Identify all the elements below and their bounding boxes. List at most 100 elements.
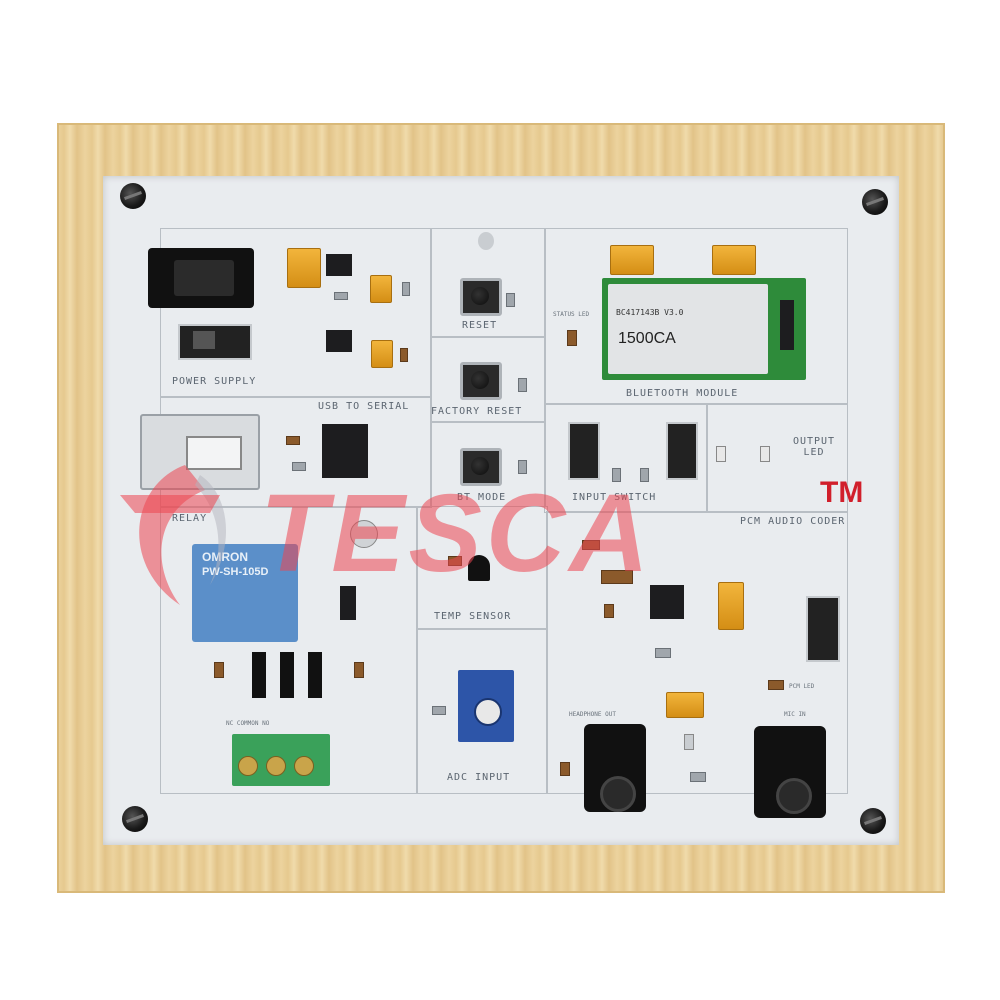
power-switch[interactable] (178, 324, 252, 360)
section-label: TEMP SENSOR (434, 611, 512, 622)
smd-component (601, 570, 633, 584)
section-label: PCM AUDIO CODER (740, 516, 846, 527)
bt-mode-button-cap[interactable] (471, 457, 489, 475)
temp-sensor-chip (468, 555, 490, 581)
section-label: USB TO SERIAL (318, 401, 410, 412)
reset-section (430, 228, 546, 338)
electrolytic-capacitor (350, 520, 378, 548)
module-text: BC417143B V3.0 (616, 308, 684, 317)
smd-component (604, 604, 614, 618)
screw-icon (862, 189, 888, 215)
tantalum-capacitor (610, 245, 654, 275)
headphone-out-label: HEADPHONE OUT (569, 711, 616, 718)
relay-jumper-3[interactable] (308, 652, 322, 698)
status-led-label: STATUS LED (553, 311, 590, 318)
relay-component (192, 544, 298, 642)
section-label: INPUT SWITCH (572, 492, 657, 503)
brand-logo-icon (120, 465, 227, 605)
smd-resistor (612, 468, 621, 482)
headphone-jack-socket[interactable] (600, 776, 636, 812)
pcm-led (768, 680, 784, 690)
regulator-ic (326, 330, 352, 352)
relay-diode (340, 586, 356, 620)
smd-resistor (292, 462, 306, 471)
output-led-1 (716, 446, 726, 462)
smd-led (400, 348, 408, 362)
pcm-section (546, 511, 848, 794)
module-text: 1500CA (618, 330, 676, 347)
smd-resistor (432, 706, 446, 715)
smd-resistor (690, 772, 706, 782)
smd-resistor (402, 282, 410, 296)
screw-icon (122, 806, 148, 832)
power-supply-section (160, 228, 432, 398)
tantalum-capacitor (718, 582, 744, 630)
output-led-2 (760, 446, 770, 462)
adc-section (416, 628, 548, 794)
trademark-symbol: TM (820, 476, 864, 509)
bt-mode-button[interactable] (460, 448, 502, 486)
smd-resistor (640, 468, 649, 482)
factory-reset-section (430, 336, 546, 423)
smd-resistor (506, 293, 515, 307)
relay-jumper-1[interactable] (252, 652, 266, 698)
screw-icon (860, 808, 886, 834)
section-label: RESET (462, 320, 498, 331)
regulator-ic (326, 254, 352, 276)
usb-port-socket[interactable] (186, 436, 242, 470)
smd-resistor (655, 648, 671, 658)
section-label: ADC INPUT (447, 772, 511, 783)
relay-jumper-2[interactable] (280, 652, 294, 698)
tantalum-capacitor (712, 245, 756, 275)
section-label: BT MODE (457, 492, 507, 503)
factory-reset-button-cap[interactable] (471, 371, 489, 389)
relay-model: PW-SH-105D (202, 566, 269, 578)
temp-sensor-section (416, 506, 548, 630)
smd-component (684, 734, 694, 750)
relay-brand: OMRON (202, 550, 248, 564)
mic-in-label: MIC IN (784, 711, 806, 718)
output-led-section (706, 403, 848, 513)
smd-component (286, 436, 300, 445)
tantalum-capacitor (371, 340, 393, 368)
relay-led (354, 662, 364, 678)
smd-resistor (334, 292, 348, 300)
section-label: RELAY (172, 513, 208, 524)
status-led (567, 330, 577, 346)
pcm-led-label: PCM LED (789, 683, 815, 690)
potentiometer-knob[interactable] (474, 698, 502, 726)
screw-icon (120, 183, 146, 209)
brand-watermark: TESCA (260, 472, 653, 595)
dc-jack-socket (174, 260, 234, 296)
relay-led (214, 662, 224, 678)
mic-jack-socket[interactable] (776, 778, 812, 814)
smd-component (448, 556, 462, 566)
terminal-screw-icon[interactable] (266, 756, 286, 776)
factory-reset-button[interactable] (460, 362, 502, 400)
section-label: POWER SUPPLY (172, 376, 257, 387)
bluetooth-section (544, 228, 848, 405)
tantalum-capacitor (370, 275, 392, 303)
reset-button-cap[interactable] (471, 287, 489, 305)
section-label: OUTPUT LED (792, 436, 836, 458)
power-switch-knob[interactable] (193, 331, 215, 349)
section-label: FACTORY RESET (431, 406, 523, 417)
usb-serial-ic (322, 424, 368, 478)
input-switch-2[interactable] (666, 422, 698, 480)
module-antenna-chip (780, 300, 794, 350)
input-switch-1[interactable] (568, 422, 600, 480)
section-label: BLUETOOTH MODULE (626, 388, 739, 399)
relay-contact-label: NC COMMON NO (226, 720, 270, 727)
relay-section (160, 506, 418, 794)
tantalum-capacitor (287, 248, 321, 288)
tantalum-capacitor (666, 692, 704, 718)
pcm-switch[interactable] (806, 596, 840, 662)
terminal-screw-icon[interactable] (238, 756, 258, 776)
smd-resistor (518, 460, 527, 474)
terminal-screw-icon[interactable] (294, 756, 314, 776)
smd-resistor (518, 378, 527, 392)
smd-component (582, 540, 600, 550)
electrolytic-capacitor (478, 232, 494, 250)
smd-component (560, 762, 570, 776)
pcm-codec-ic (650, 585, 684, 619)
